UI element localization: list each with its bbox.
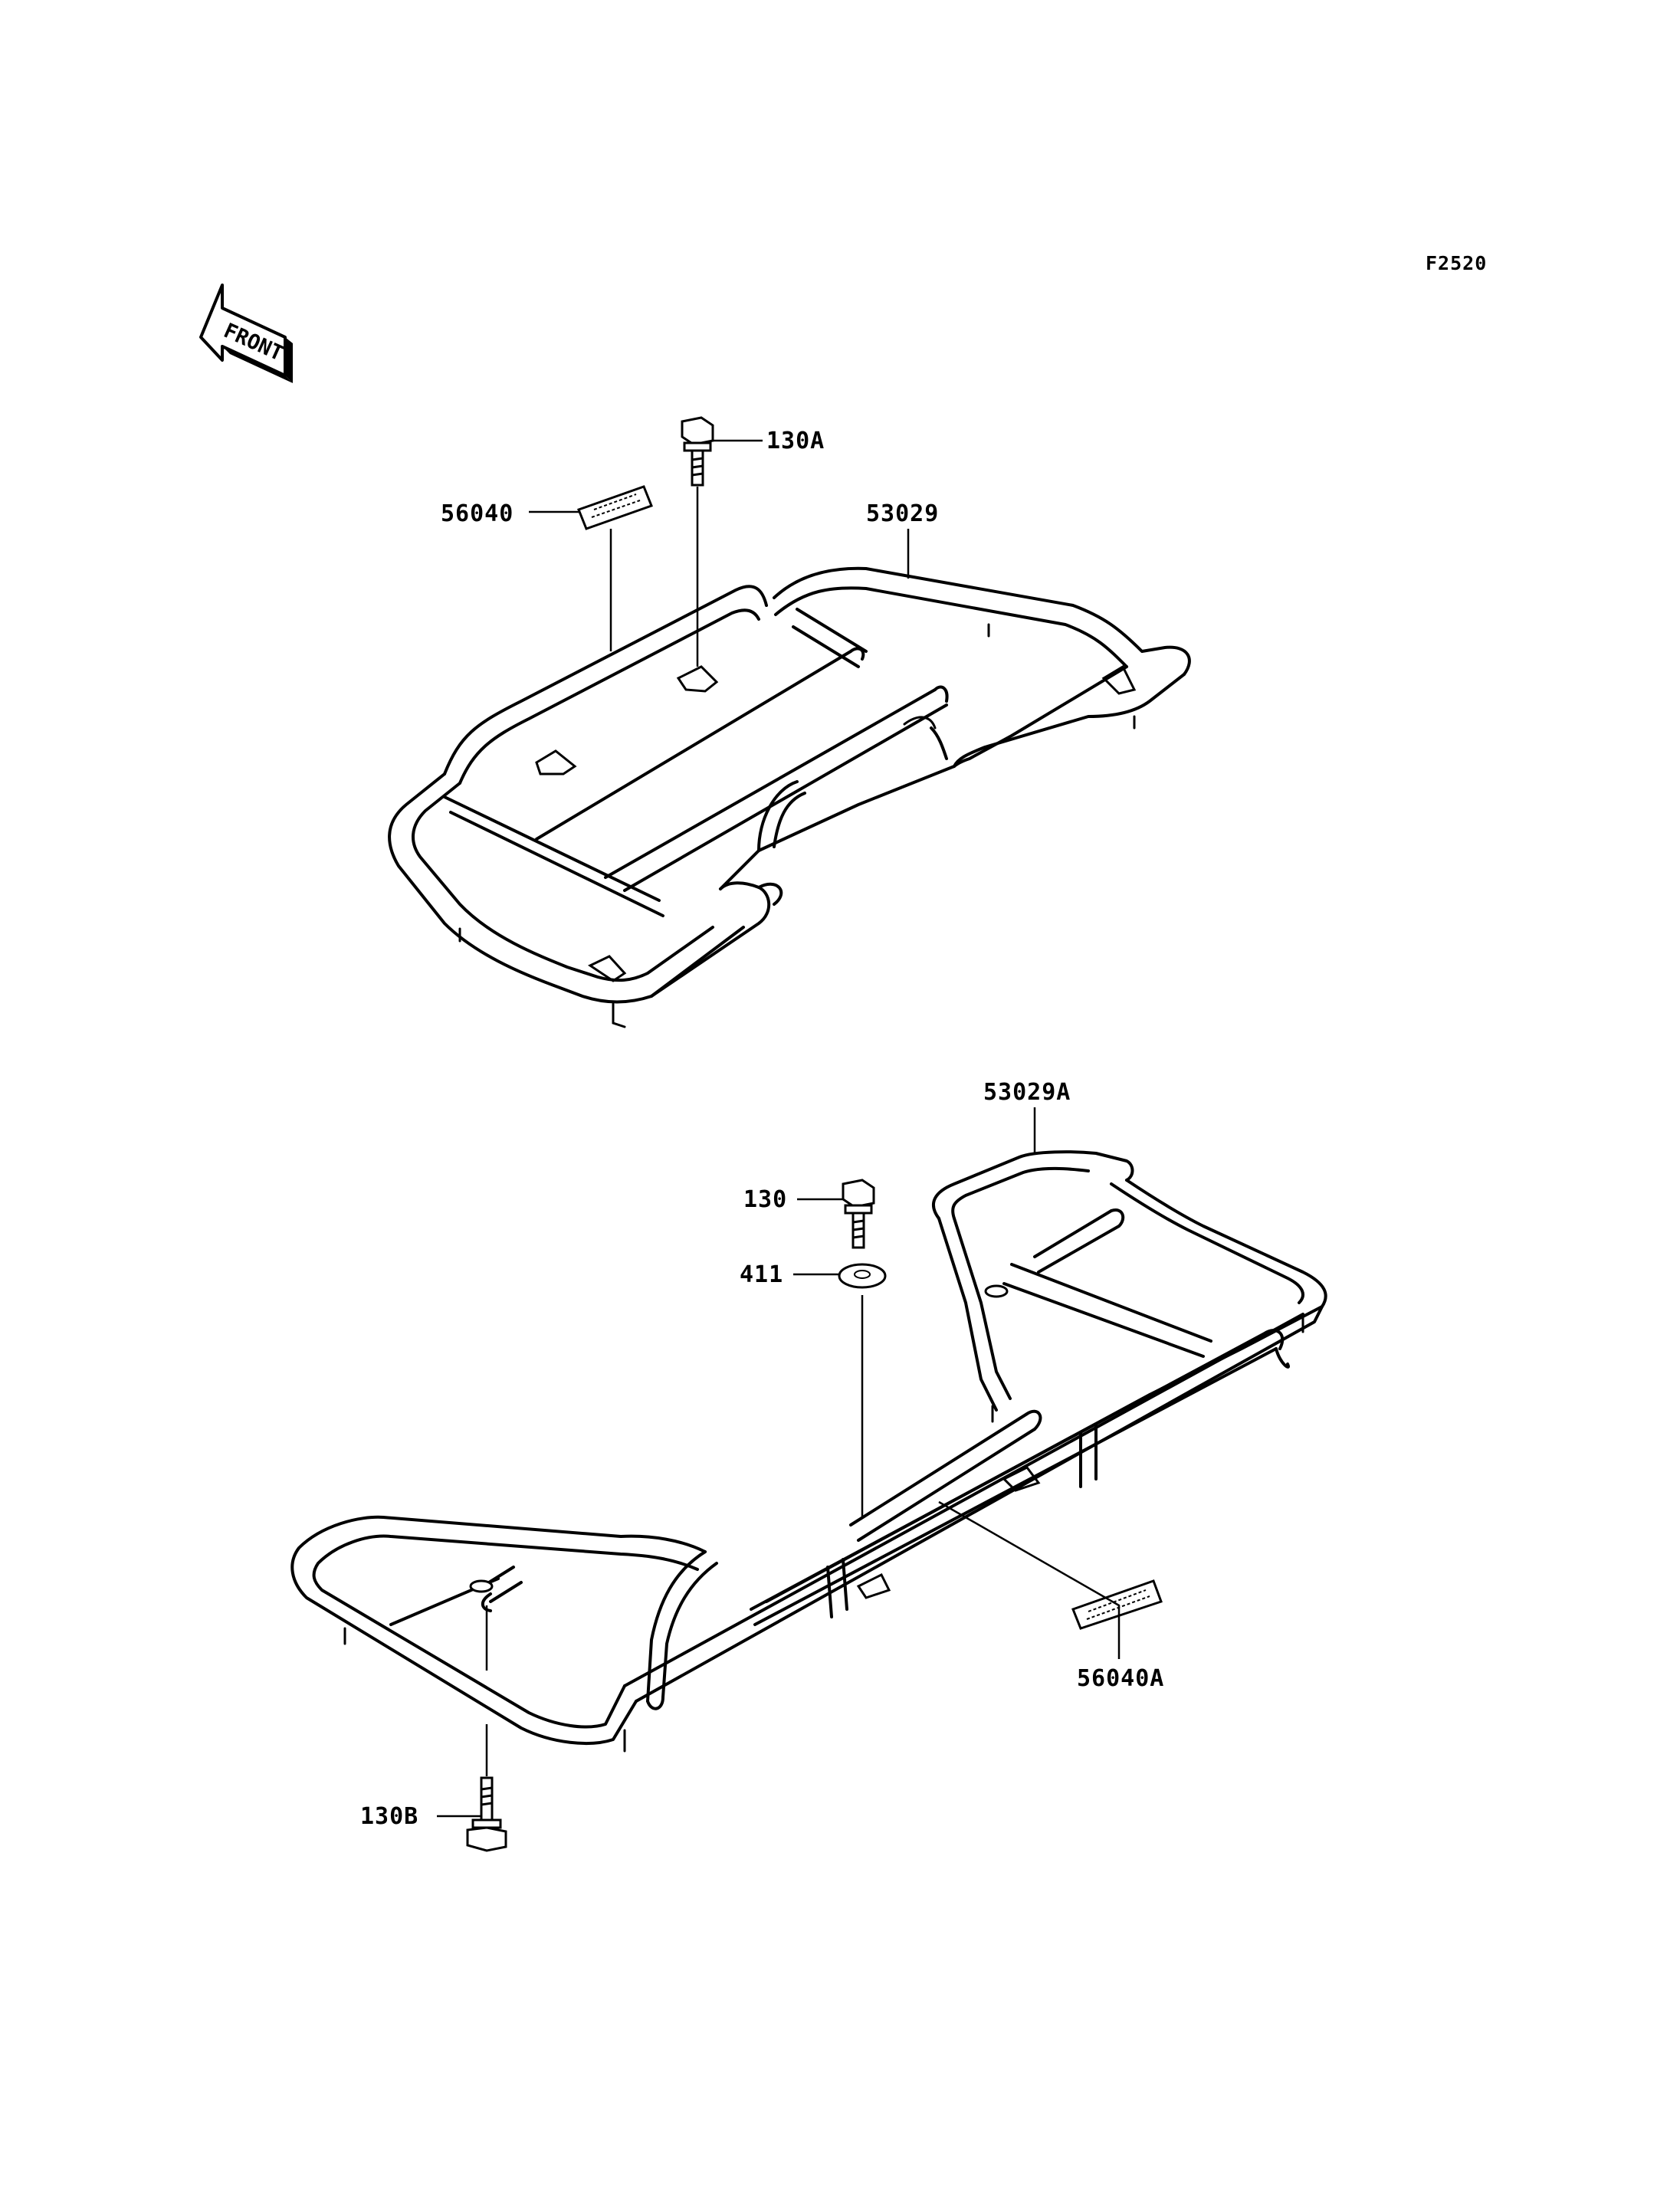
label-130a: 130A bbox=[766, 428, 825, 454]
washer-411-icon bbox=[838, 1263, 887, 1289]
decal-56040-icon bbox=[577, 485, 653, 530]
label-53029: 53029 bbox=[866, 500, 939, 527]
leader-56040a bbox=[938, 1500, 1121, 1659]
bolt-130b-icon bbox=[466, 1776, 507, 1852]
label-130b: 130B bbox=[360, 1803, 418, 1830]
front-arrow-icon: FRONT bbox=[199, 284, 293, 383]
bolt-130a-icon bbox=[681, 416, 714, 487]
bolt-130-icon bbox=[842, 1179, 875, 1249]
label-130: 130 bbox=[743, 1186, 787, 1213]
label-56040: 56040 bbox=[441, 500, 514, 527]
label-53029a: 53029A bbox=[983, 1079, 1071, 1106]
front-carrier-53029 bbox=[388, 566, 1191, 1028]
figure-code: F2520 bbox=[1426, 252, 1487, 274]
label-411: 411 bbox=[740, 1261, 783, 1288]
rear-carrier-53029a bbox=[290, 1150, 1327, 1753]
label-56040a: 56040A bbox=[1077, 1665, 1164, 1692]
